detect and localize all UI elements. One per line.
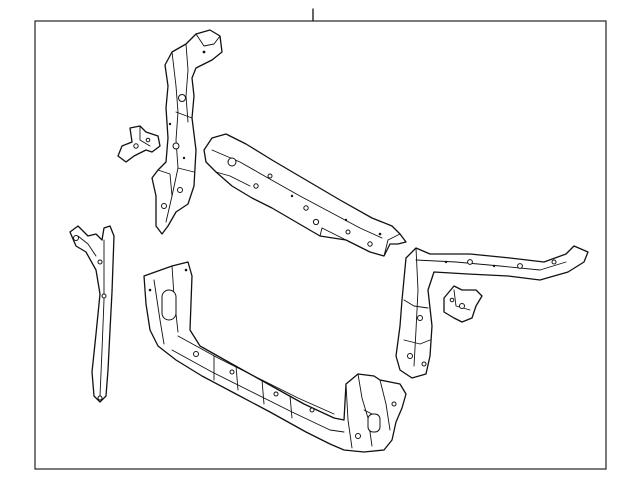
left-vertical-brace (69, 225, 115, 403)
diagram-frame (34, 20, 607, 470)
upper-tie-bar (203, 133, 407, 257)
upper-left-side-support (151, 29, 223, 235)
right-side-support (395, 245, 589, 379)
upper-left-bracket (117, 125, 161, 163)
right-bracket (443, 285, 483, 323)
lower-radiator-support (143, 261, 407, 453)
